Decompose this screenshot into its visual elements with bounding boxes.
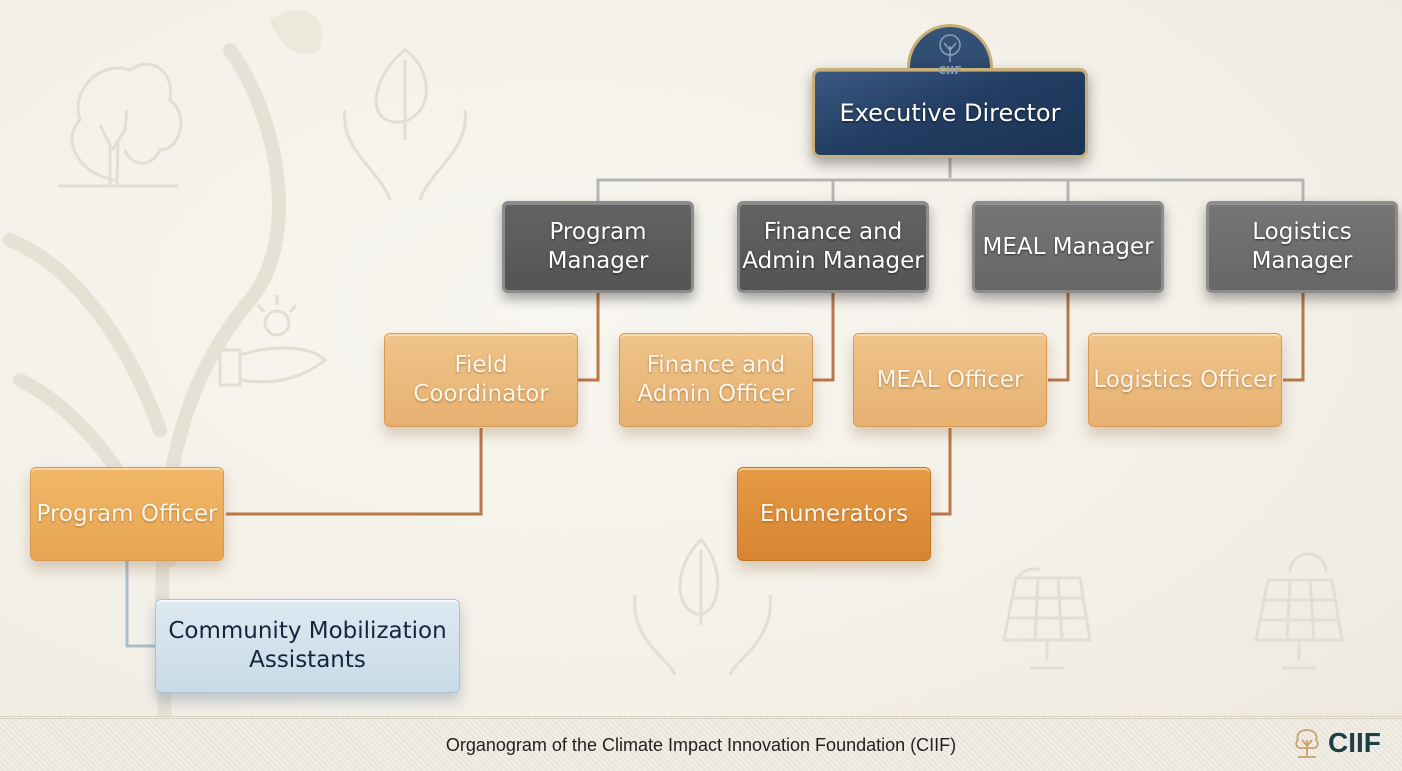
connector-manager-bus [596,178,1305,201]
brand-text: CIIF [1328,727,1381,758]
node-finance-admin-officer[interactable]: Finance and Admin Officer [619,333,813,427]
node-field-coordinator[interactable]: Field Coordinator [384,333,578,427]
node-label: Field Coordinator [413,352,549,407]
node-label: Logistics Officer [1093,366,1277,393]
node-meal-manager[interactable]: MEAL Manager [972,201,1164,293]
tree-logo-icon [1295,729,1319,758]
silver-connectors [596,158,1305,201]
solar-panel-sun-icon [1002,567,1092,670]
connector-lm-lo [1283,293,1305,382]
brand-logo: CIIF [1290,726,1381,760]
connector-mo-enum [930,428,952,516]
node-label: Program Manager [547,219,649,274]
node-logistics-officer[interactable]: Logistics Officer [1088,333,1282,427]
tree-logo-icon [939,34,961,62]
node-label: Program Officer [36,500,218,527]
hand-lightbulb-icon [218,295,328,387]
tree-icon [58,62,183,188]
node-community-mobilization-assistants[interactable]: Community Mobilization Assistants [155,599,460,693]
node-executive-director[interactable]: Executive Director [812,68,1088,158]
node-label: MEAL Officer [876,366,1024,393]
node-label: MEAL Manager [982,233,1154,260]
node-finance-admin-manager[interactable]: Finance and Admin Manager [737,201,929,293]
node-meal-officer[interactable]: MEAL Officer [853,333,1047,427]
connector-mm-mo [1048,293,1070,382]
node-label: Community Mobilization Assistants [168,618,447,673]
hands-leaf-icon [343,48,467,201]
diagram-caption: Organogram of the Climate Impact Innovat… [445,735,957,755]
solar-panel-sun-icon [1254,552,1344,670]
connector-fc-po [226,428,483,516]
node-logistics-manager[interactable]: Logistics Manager [1206,201,1398,293]
emblem-text: CIIF [938,64,962,77]
connector-po-cma [125,561,155,648]
connector-fam-fao [813,293,835,382]
connector-pm-fc [578,293,600,382]
leaf-icon [270,10,322,54]
node-enumerators[interactable]: Enumerators [737,467,931,561]
node-label: Finance and Admin Officer [637,352,795,407]
node-label: Executive Director [839,99,1061,127]
node-program-officer[interactable]: Program Officer [30,467,224,561]
footer-bar [0,716,1402,771]
ciif-emblem: CIIF [927,34,973,90]
node-label: Logistics Manager [1251,219,1353,274]
node-label: Finance and Admin Manager [742,219,924,274]
node-program-manager[interactable]: Program Manager [502,201,694,293]
node-label: Enumerators [759,500,909,527]
